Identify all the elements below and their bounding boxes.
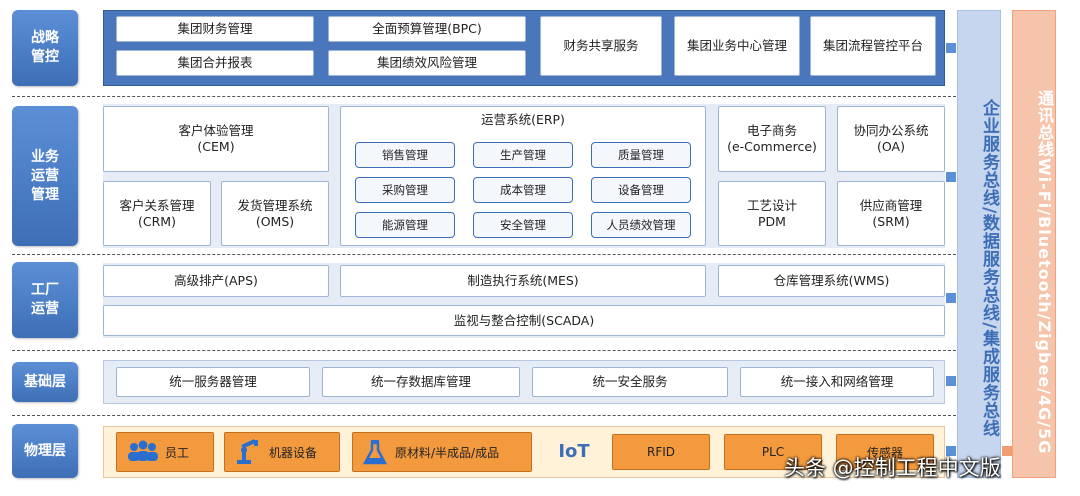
group-finance-box: 集团财务管理 bbox=[116, 16, 314, 42]
layer-label-strategy: 战略 管控 bbox=[12, 10, 78, 86]
separator-3 bbox=[12, 350, 956, 351]
foundation-network: 统一接入和网络管理 bbox=[740, 367, 934, 397]
machines-tag: 机器设备 bbox=[224, 432, 340, 472]
foundation-server: 统一服务器管理 bbox=[116, 367, 310, 397]
erp-title: 运营系统(ERP) bbox=[481, 112, 565, 127]
bus-connector-5 bbox=[946, 446, 956, 456]
erp-module-energy: 能源管理 bbox=[355, 212, 455, 238]
consolidation-box: 集团合并报表 bbox=[116, 50, 314, 76]
budget-box: 全面预算管理(BPC) bbox=[328, 16, 526, 42]
crm-box: 客户关系管理 (CRM) bbox=[103, 181, 211, 246]
erp-module-equipment: 设备管理 bbox=[591, 177, 691, 203]
shared-service-box: 财务共享服务 bbox=[540, 16, 662, 76]
layer-label-business: 业务 运营 管理 bbox=[12, 106, 78, 246]
enterprise-service-bus: 企业服务总线/数据服务总线/集成服务总线 bbox=[957, 10, 1001, 478]
oa-box: 协同办公系统 (OA) bbox=[837, 106, 945, 172]
materials-tag: 原材料/半成品/成品 bbox=[352, 432, 532, 472]
separator-1 bbox=[12, 96, 956, 97]
erp-module-cost: 成本管理 bbox=[473, 177, 573, 203]
foundation-database: 统一存数据库管理 bbox=[322, 367, 520, 397]
erp-module-sales: 销售管理 bbox=[355, 142, 455, 168]
erp-module-purchasing: 采购管理 bbox=[355, 177, 455, 203]
erp-module-personnel: 人员绩效管理 bbox=[591, 212, 691, 238]
staff-label: 员工 bbox=[165, 445, 190, 460]
plc-tag: PLC bbox=[724, 434, 822, 470]
materials-label: 原材料/半成品/成品 bbox=[395, 445, 500, 460]
pdm-box: 工艺设计 PDM bbox=[718, 181, 826, 246]
process-control-box: 集团流程管控平台 bbox=[810, 16, 936, 76]
rfid-tag: RFID bbox=[612, 434, 710, 470]
bus-connector-2 bbox=[946, 172, 956, 182]
erp-module-quality: 质量管理 bbox=[591, 142, 691, 168]
bus-connector-3 bbox=[946, 293, 956, 303]
layer-label-physical: 物理层 bbox=[12, 424, 78, 478]
comm-bus-label: 通讯总线Wi-Fi/Bluetooth/Zigbee/4G/5G bbox=[1035, 89, 1054, 455]
flask-icon bbox=[361, 438, 389, 466]
ecommerce-box: 电子商务 (e-Commerce) bbox=[718, 106, 826, 172]
sensor-tag: 传感器 bbox=[836, 434, 934, 470]
aps-box: 高级排产(APS) bbox=[103, 265, 329, 297]
enterprise-bus-label: 企业服务总线/数据服务总线/集成服务总线 bbox=[979, 98, 999, 438]
performance-risk-box: 集团绩效风险管理 bbox=[328, 50, 526, 76]
people-icon bbox=[125, 438, 159, 466]
cem-box: 客户体验管理 (CEM) bbox=[103, 106, 329, 172]
erp-module-safety: 安全管理 bbox=[473, 212, 573, 238]
oms-box: 发货管理系统 (OMS) bbox=[221, 181, 329, 246]
robot-arm-icon bbox=[233, 438, 263, 466]
watermark: 头条 @控制工程中文版 bbox=[784, 456, 1001, 480]
separator-2 bbox=[12, 254, 956, 255]
separator-4 bbox=[12, 415, 956, 416]
scada-box: 监视与整合控制(SCADA) bbox=[103, 305, 945, 336]
business-center-box: 集团业务中心管理 bbox=[674, 16, 800, 76]
layer-label-foundation: 基础层 bbox=[12, 362, 78, 402]
foundation-security: 统一安全服务 bbox=[532, 367, 728, 397]
bus-connector-1 bbox=[946, 43, 956, 53]
bus-connector-6 bbox=[1002, 446, 1012, 456]
staff-tag: 员工 bbox=[116, 432, 214, 472]
bus-connector-4 bbox=[946, 376, 956, 386]
srm-box: 供应商管理 (SRM) bbox=[837, 181, 945, 246]
erp-module-production: 生产管理 bbox=[473, 142, 573, 168]
iot-label: IoT bbox=[558, 441, 590, 462]
communication-bus: 通讯总线Wi-Fi/Bluetooth/Zigbee/4G/5G bbox=[1012, 10, 1056, 478]
wms-box: 仓库管理系统(WMS) bbox=[718, 265, 945, 297]
machines-label: 机器设备 bbox=[269, 445, 318, 460]
layer-label-factory: 工厂 运营 bbox=[12, 262, 78, 338]
mes-box: 制造执行系统(MES) bbox=[340, 265, 706, 297]
